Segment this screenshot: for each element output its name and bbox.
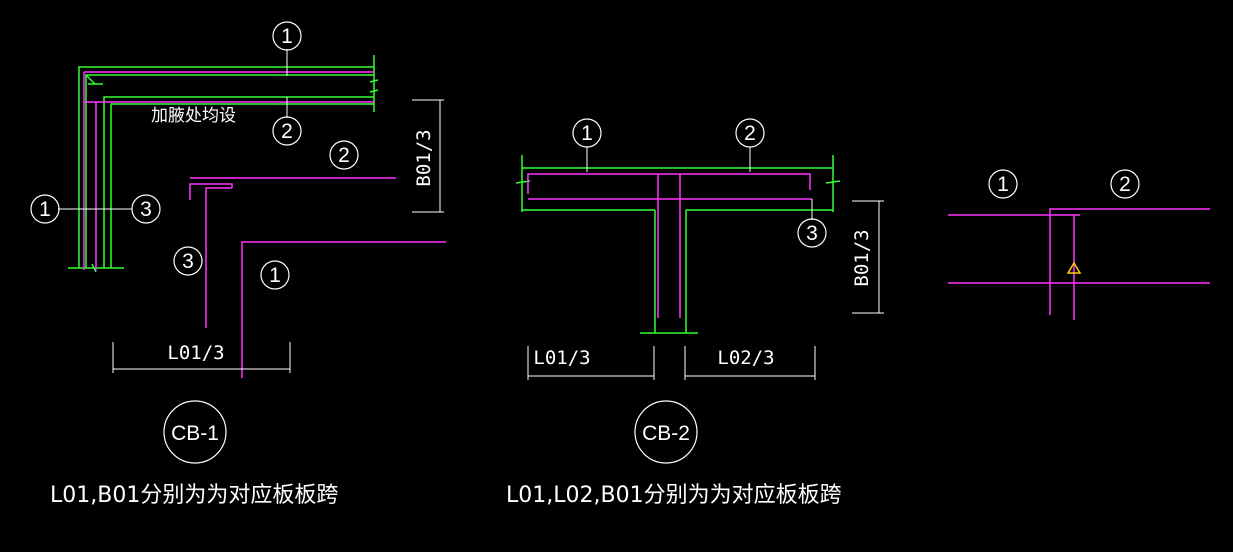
cb1-note: 加腋处均设: [151, 106, 236, 126]
cb2-caption: L01,L02,B01分别为为对应板板跨: [506, 483, 842, 508]
cb1-callout-label: 2: [281, 120, 293, 143]
cb2-tag: CB-2: [642, 422, 690, 445]
cb2-callout-1: [572, 118, 602, 148]
cb1-dim-vertical: [412, 99, 444, 213]
right-callout-circles: [988, 169, 1140, 199]
cb2-tag-circle: [634, 400, 698, 464]
cb1-magenta-rebar: [83, 71, 446, 378]
cb1-callout-label: 3: [140, 198, 152, 221]
cb1-dim-horizontal-label: L01/3: [167, 342, 224, 364]
cb2-leaders: [586, 147, 813, 220]
detail-cb2: 1 2 3 B01/3 L01/3 L02/3 CB-2 L01,L02,B01…: [506, 118, 884, 508]
cb1-tag-circle: [163, 400, 227, 464]
cb1-callout-3-left: [131, 194, 161, 224]
cb1-callout-label: 3: [182, 250, 194, 273]
right-callout-2: [1110, 169, 1140, 199]
cb2-green-rebar: [515, 155, 841, 334]
cb2-dim-right-label: L02/3: [717, 347, 774, 369]
cb1-callout-label: 1: [281, 25, 293, 48]
cb1-callout-label: 2: [338, 144, 350, 167]
right-callout-label: 2: [1119, 173, 1131, 196]
cb1-dim-horizontal: [112, 342, 291, 373]
right-magenta-rebar: [948, 208, 1210, 320]
cb1-callout-label: 1: [39, 198, 51, 221]
cb2-callout-label: 2: [744, 122, 756, 145]
cb2-dim-horizontal: [527, 346, 816, 380]
cb1-callout-circles: [30, 21, 359, 290]
cb1-callout-2-mid: [272, 116, 302, 146]
detail-cb1: 1 2 2 1 3 3 1 加腋处均设 B01/3 L01/3 CB-1 L01…: [30, 21, 446, 508]
cb2-dim-left-label: L01/3: [533, 347, 590, 369]
warning-triangle-icon: [1066, 261, 1082, 274]
right-callout-label: 1: [997, 173, 1009, 196]
cb1-callout-1-left: [30, 194, 60, 224]
cb2-callout-label: 3: [806, 222, 818, 245]
cb1-leaders: [58, 49, 288, 210]
cb1-callout-3-lower: [173, 246, 203, 276]
cb2-dim-vertical-label: B01/3: [851, 229, 873, 286]
cb1-caption: L01,B01分别为为对应板板跨: [50, 483, 338, 508]
cb1-dim-vertical-label: B01/3: [413, 129, 435, 186]
cb2-dim-vertical: [852, 200, 884, 314]
right-callout-1: [988, 169, 1018, 199]
cb2-callout-circles: [572, 118, 827, 248]
cb2-callout-2: [735, 118, 765, 148]
cb2-magenta-rebar: [527, 173, 812, 318]
detail-right: 1 2: [948, 169, 1210, 320]
cb1-tag: CB-1: [171, 422, 219, 445]
cb2-callout-label: 1: [581, 122, 593, 145]
cb1-green-rebar: [68, 55, 379, 273]
cb1-callout-label: 1: [269, 264, 281, 287]
cb2-callout-3: [797, 218, 827, 248]
cb1-callout-1-top: [272, 21, 302, 51]
cb1-callout-2-right: [329, 140, 359, 170]
cb1-callout-1-lower: [260, 260, 290, 290]
